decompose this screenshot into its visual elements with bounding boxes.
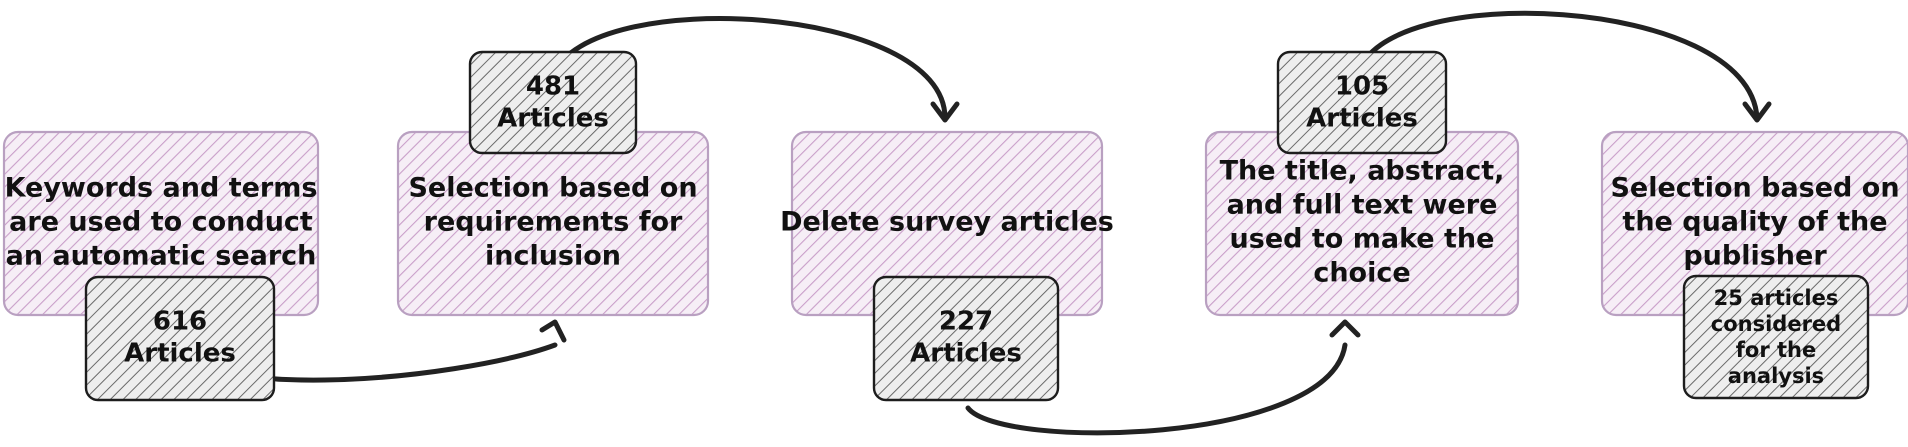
text-line: 25 articles bbox=[1714, 286, 1839, 310]
text-line: choice bbox=[1313, 258, 1410, 289]
text-line: considered bbox=[1711, 312, 1841, 336]
text-line: and full text were bbox=[1227, 190, 1498, 221]
text-line: requirements for bbox=[424, 207, 683, 238]
text-line: Articles bbox=[910, 339, 1022, 369]
stage-box-3: Delete survey articles bbox=[780, 130, 1114, 317]
text-line: Articles bbox=[124, 339, 236, 369]
text-line: Selection based on bbox=[1610, 173, 1899, 204]
text-line: 105 bbox=[1335, 72, 1389, 102]
stage-text: Delete survey articles bbox=[780, 207, 1114, 238]
text-line: inclusion bbox=[485, 241, 621, 272]
arrow-count4-to-stage5 bbox=[1355, 10, 1772, 123]
arrow-count3-to-stage4 bbox=[965, 319, 1361, 436]
text-line: used to make the bbox=[1230, 224, 1495, 255]
text-line: the quality of the bbox=[1622, 207, 1887, 238]
text-line: Articles bbox=[1306, 104, 1418, 134]
text-line: an automatic search bbox=[6, 241, 317, 272]
text-line: 481 bbox=[526, 72, 580, 102]
text-line: publisher bbox=[1683, 241, 1827, 272]
text-line: for the bbox=[1736, 338, 1816, 362]
text-line: Keywords and terms bbox=[5, 173, 318, 204]
text-line: Articles bbox=[497, 104, 609, 134]
text-line: 227 bbox=[939, 307, 993, 337]
text-line: Selection based on bbox=[408, 173, 697, 204]
text-line: analysis bbox=[1728, 364, 1824, 388]
text-line: 616 bbox=[153, 307, 207, 337]
text-line: are used to conduct bbox=[9, 207, 313, 238]
arrow-count2-to-stage3 bbox=[550, 16, 960, 123]
text-line: The title, abstract, bbox=[1220, 156, 1505, 187]
text-line: Delete survey articles bbox=[780, 207, 1114, 238]
